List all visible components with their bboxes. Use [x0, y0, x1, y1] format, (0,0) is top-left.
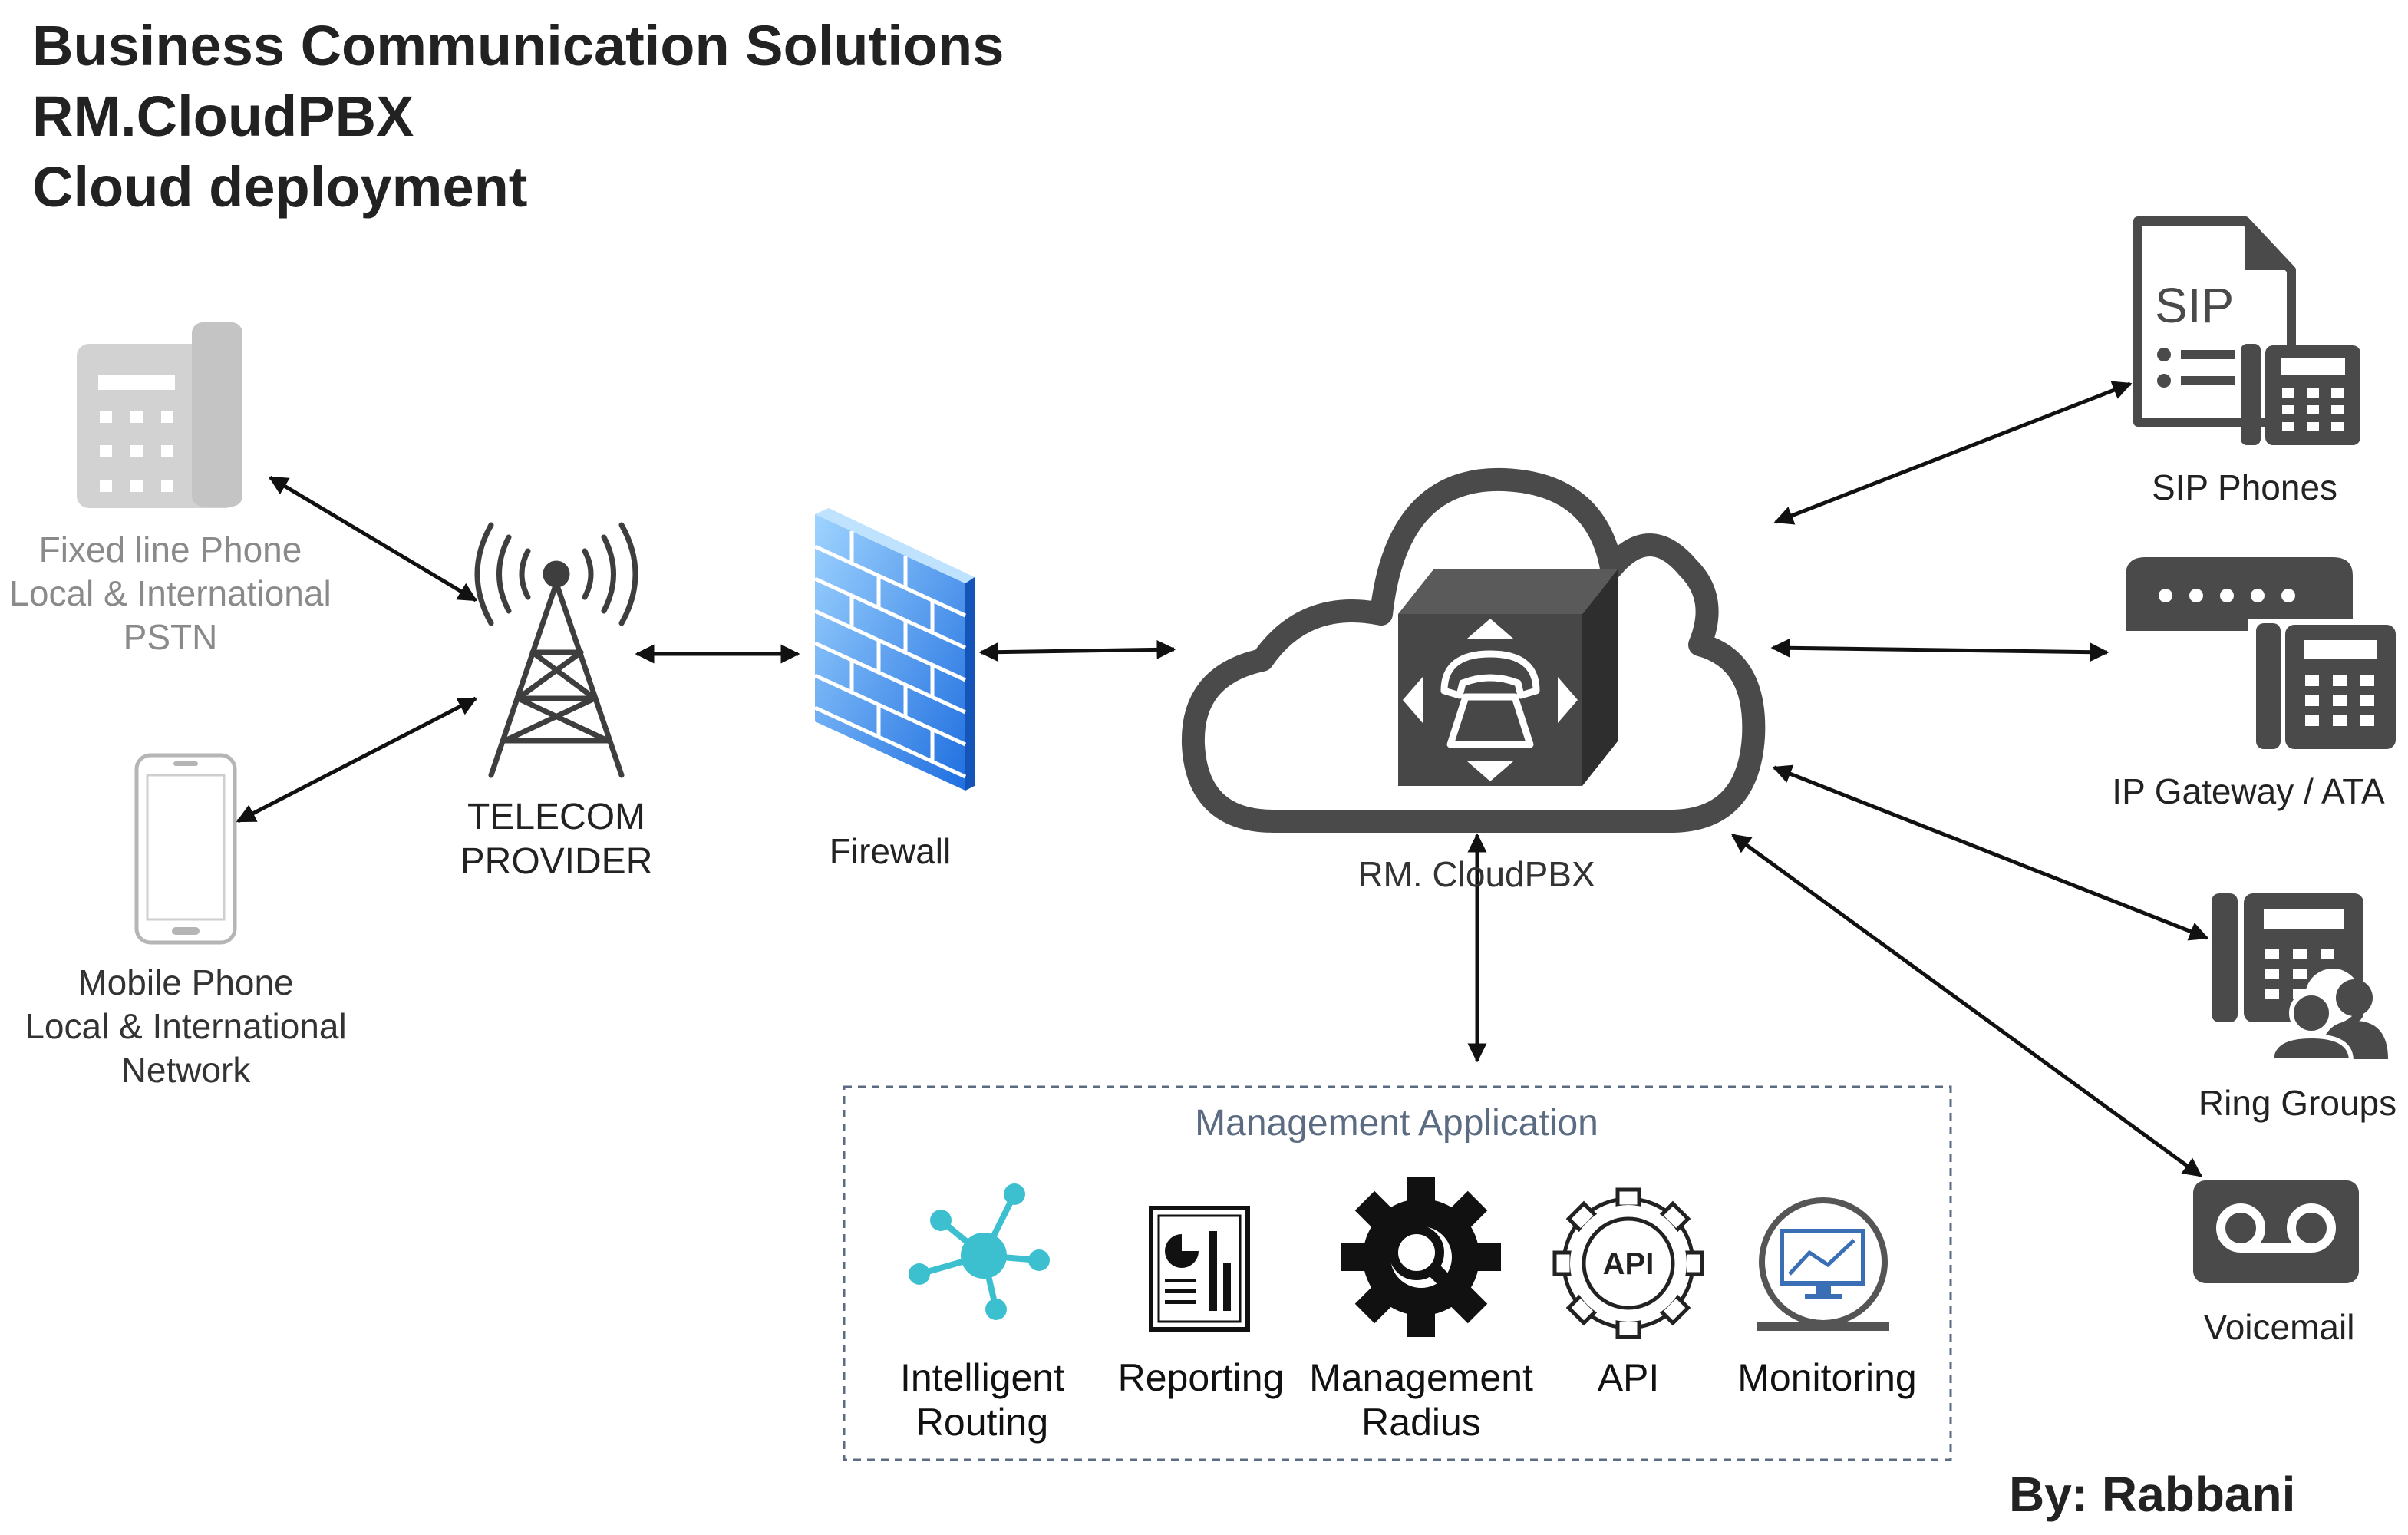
- management-application-box: [843, 1085, 1952, 1461]
- diagram-title: Business Communication Solutions RM.Clou…: [32, 11, 1004, 223]
- management-item-routing: Intelligent Routing: [899, 1356, 1065, 1444]
- title-line-3: Cloud deployment: [32, 155, 528, 219]
- cloud-pbx-icon: [1181, 467, 1766, 833]
- smartphone-icon: [134, 753, 237, 945]
- connector-cloud-voicemail: [1730, 833, 2203, 1178]
- ring-group-icon: [2212, 893, 2388, 1063]
- connector-mobile-telecom: [236, 696, 478, 824]
- gear-wrench-icon: [1341, 1177, 1501, 1337]
- management-item-reporting: Reporting: [1117, 1356, 1285, 1399]
- api-gear-icon: API: [1552, 1187, 1704, 1339]
- management-item-radius: Management Radius: [1309, 1356, 1533, 1444]
- sip-document-icon: SIP: [2133, 216, 2360, 445]
- cell-tower-icon: [474, 522, 638, 778]
- title-line-2: RM.CloudPBX: [32, 84, 414, 148]
- connector-cloud-sip: [1773, 381, 2133, 525]
- management-item-monitoring: Monitoring: [1737, 1356, 1917, 1399]
- connector-firewall-cloud: [978, 639, 1176, 662]
- sip-phones-label: SIP Phones: [2151, 467, 2338, 507]
- management-application-title: Management Application: [1195, 1103, 1598, 1144]
- voicemail-label: Voicemail: [2203, 1307, 2355, 1347]
- telecom-provider-label: TELECOM PROVIDER: [460, 797, 653, 882]
- api-badge: API: [1603, 1247, 1654, 1281]
- ring-groups-label: Ring Groups: [2198, 1083, 2397, 1123]
- connectors: [236, 381, 2209, 1178]
- monitor-chart-icon: [1757, 1197, 1889, 1331]
- voicemail-icon: [2193, 1180, 2359, 1283]
- connector-fixed-telecom: [268, 475, 478, 602]
- connector-cloud-gateway: [1770, 638, 2109, 662]
- mobile-phone-label: Mobile Phone Local & International Netwo…: [25, 962, 347, 1090]
- ip-gateway-label: IP Gateway / ATA: [2112, 771, 2385, 811]
- firewall-label: Firewall: [829, 831, 952, 871]
- fixed-phone-label: Fixed line Phone Local & International P…: [9, 530, 332, 657]
- author-credit: By: Rabbani: [2009, 1467, 2296, 1522]
- cloudpbx-label: RM. CloudPBX: [1357, 854, 1595, 894]
- management-item-api: API: [1597, 1356, 1660, 1399]
- sip-badge: SIP: [2155, 278, 2234, 333]
- routing-hub-icon: [909, 1183, 1050, 1320]
- desk-phone-icon: [77, 322, 242, 508]
- firewall-icon: [813, 508, 975, 791]
- ip-gateway-icon: [2126, 557, 2396, 754]
- report-document-icon: [1149, 1206, 1250, 1332]
- title-line-1: Business Communication Solutions: [32, 14, 1004, 78]
